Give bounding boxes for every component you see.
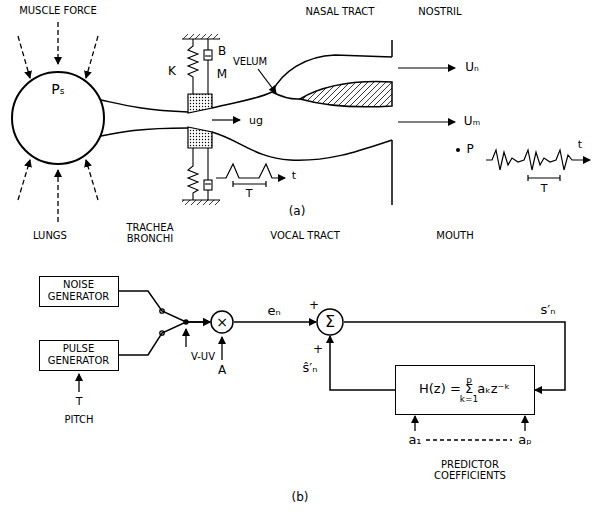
part-label: VOCAL TRACT [269, 230, 341, 242]
part-label: (a) [288, 205, 307, 219]
part-label: T [245, 188, 254, 201]
part-label: MOUTH [435, 230, 474, 242]
part-label: T [75, 396, 84, 409]
lungs-circle: Pₛ [11, 71, 105, 165]
pressure-point [456, 148, 460, 152]
signal-connector [234, 321, 316, 323]
circle-shape [211, 311, 233, 333]
part-label: V-UV [190, 351, 216, 363]
part-label: MUSCLE FORCE [18, 5, 98, 17]
part-label: P [465, 143, 474, 157]
trachea [101, 100, 188, 136]
part-label: a₁ [407, 433, 422, 448]
part-label: aₚ [517, 433, 533, 448]
part-label: K [167, 65, 177, 79]
signal-label: eₙ [266, 304, 281, 319]
part-label: PREDICTOR COEFFICIENTS [419, 459, 521, 482]
circle-shape [12, 72, 104, 164]
part-label: LUNGS [32, 230, 68, 242]
signal-connector [330, 336, 395, 390]
multiplier-circle: × [210, 310, 234, 334]
part-label: t [291, 170, 297, 183]
part-label: Uₙ [464, 61, 480, 75]
part-label: NOSTRIL [417, 6, 462, 18]
coefficient-arrow [414, 416, 415, 431]
node-text: × [216, 314, 228, 330]
part-label: NASAL TRACT [305, 6, 376, 18]
part-label: (b) [291, 491, 310, 505]
signal-label: s′ₙ [540, 303, 557, 318]
signal-label: ŝ′ₙ [302, 361, 319, 376]
summing-circle: Σ [316, 308, 344, 336]
generator-box: PULSE GENERATOR [39, 340, 119, 371]
part-label: PITCH [63, 414, 94, 426]
part-label: ug [248, 115, 264, 128]
vocal-folds [188, 94, 212, 148]
signal-connector [119, 322, 210, 355]
part-label: B [217, 45, 227, 59]
part-label: Uₘ [463, 115, 481, 129]
coefficient-arrow [524, 416, 525, 431]
node-text: NOISE GENERATOR [43, 279, 115, 302]
part-label: M [216, 68, 228, 82]
generator-box: NOISE GENERATOR [39, 276, 119, 307]
part-label: VELUM [232, 56, 268, 68]
node-text: k=1 [460, 394, 478, 404]
node-text: Pₛ [51, 81, 65, 97]
signal-connector [119, 291, 210, 322]
part-label: t [577, 139, 583, 152]
node-text: PULSE GENERATOR [43, 343, 115, 366]
predictor-box: pH(z) = Σ aₖz⁻ᵏk=1 [395, 365, 535, 415]
part-label: TRACHEA BRONCHI [114, 222, 186, 245]
airflow-arrows [258, 68, 590, 181]
vocal-tract [212, 40, 392, 205]
part-label: T [540, 183, 549, 196]
glottal-pulses [212, 120, 285, 187]
circle-shape [317, 309, 343, 335]
part-label: + [308, 299, 320, 313]
node-text: Σ [325, 313, 335, 331]
part-label: + [312, 343, 324, 357]
part-label: A [217, 364, 227, 378]
